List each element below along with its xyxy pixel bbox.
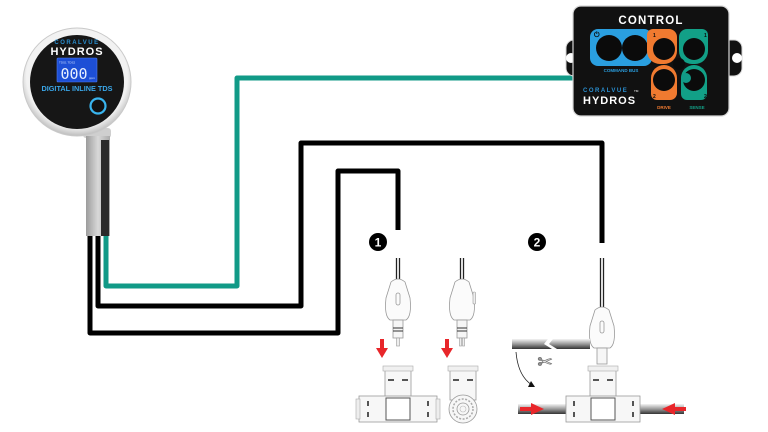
mount-hole-right	[732, 53, 742, 63]
command-bus-port-1[interactable]	[596, 35, 622, 61]
command-bus-port-2[interactable]	[622, 35, 648, 61]
wire-probe-2	[95, 140, 605, 309]
lcd-value: 000	[60, 65, 87, 83]
lcd-screen	[56, 57, 98, 83]
sense-port-1-number: 1	[704, 33, 707, 39]
insert-arrow-1	[376, 339, 388, 358]
power-icon: ⏻	[594, 31, 600, 39]
monitor-button[interactable]	[89, 97, 107, 115]
flow-arrow-in	[520, 403, 544, 415]
control-title: CONTROL	[618, 15, 683, 27]
step-1-number: 1	[375, 236, 382, 250]
drive-port-1-number: 1	[653, 33, 656, 39]
sense-plug	[681, 73, 691, 83]
drive-port-1[interactable]	[653, 38, 675, 60]
probe-2	[589, 258, 615, 365]
cable-sheath	[101, 140, 109, 236]
lcd-unit: ppm	[89, 76, 95, 80]
sense-port-1[interactable]	[683, 38, 705, 60]
monitor-brand-top: CORALVUE	[54, 40, 99, 46]
trademark: TM	[634, 89, 639, 93]
monitor-brand-main: HYDROS	[50, 46, 103, 58]
sense-label: SENSE	[689, 105, 704, 110]
probe-1-elbow-variant	[449, 258, 476, 347]
step-2-number: 2	[534, 236, 541, 250]
scissors-icon: ✂	[537, 352, 552, 372]
cut-tubing	[512, 339, 590, 349]
wire-sense	[103, 75, 686, 289]
wire-probe-1	[87, 168, 401, 336]
control-brand-main: HYDROS	[583, 95, 636, 107]
insert-arrow-2	[441, 339, 453, 358]
sense-port-2-number: 2	[704, 94, 707, 100]
step-1-marker: 1	[369, 233, 387, 251]
drive-port-2-number: 2	[653, 94, 656, 100]
tee-fitting-end-view	[447, 365, 479, 424]
move-arrow-head	[528, 381, 535, 387]
drive-label: DRIVE	[657, 105, 671, 110]
tee-fitting-1	[355, 365, 441, 423]
control-module: CONTROL ⏻ COMMAND BUS 1 1 2 2 DRIVE SENS…	[565, 5, 743, 117]
move-arrow-curve	[515, 351, 533, 386]
flow-arrow-out	[662, 403, 686, 415]
drive-port-2[interactable]	[653, 69, 675, 91]
control-brand-top: CORALVUE	[583, 88, 628, 94]
probe-1	[385, 258, 411, 347]
product-name: DIGITAL INLINE TDS	[41, 84, 112, 93]
command-bus-label: COMMAND BUS	[604, 68, 639, 73]
tds-monitor: CORALVUE HYDROS TDS1 TDS2 000 ppm DIGITA…	[22, 27, 132, 236]
center-hole	[673, 58, 685, 70]
wires	[87, 75, 686, 336]
tee-fitting-2	[518, 365, 684, 423]
step-2-marker: 2	[528, 233, 546, 251]
lcd-labels: TDS1 TDS2	[59, 61, 75, 65]
